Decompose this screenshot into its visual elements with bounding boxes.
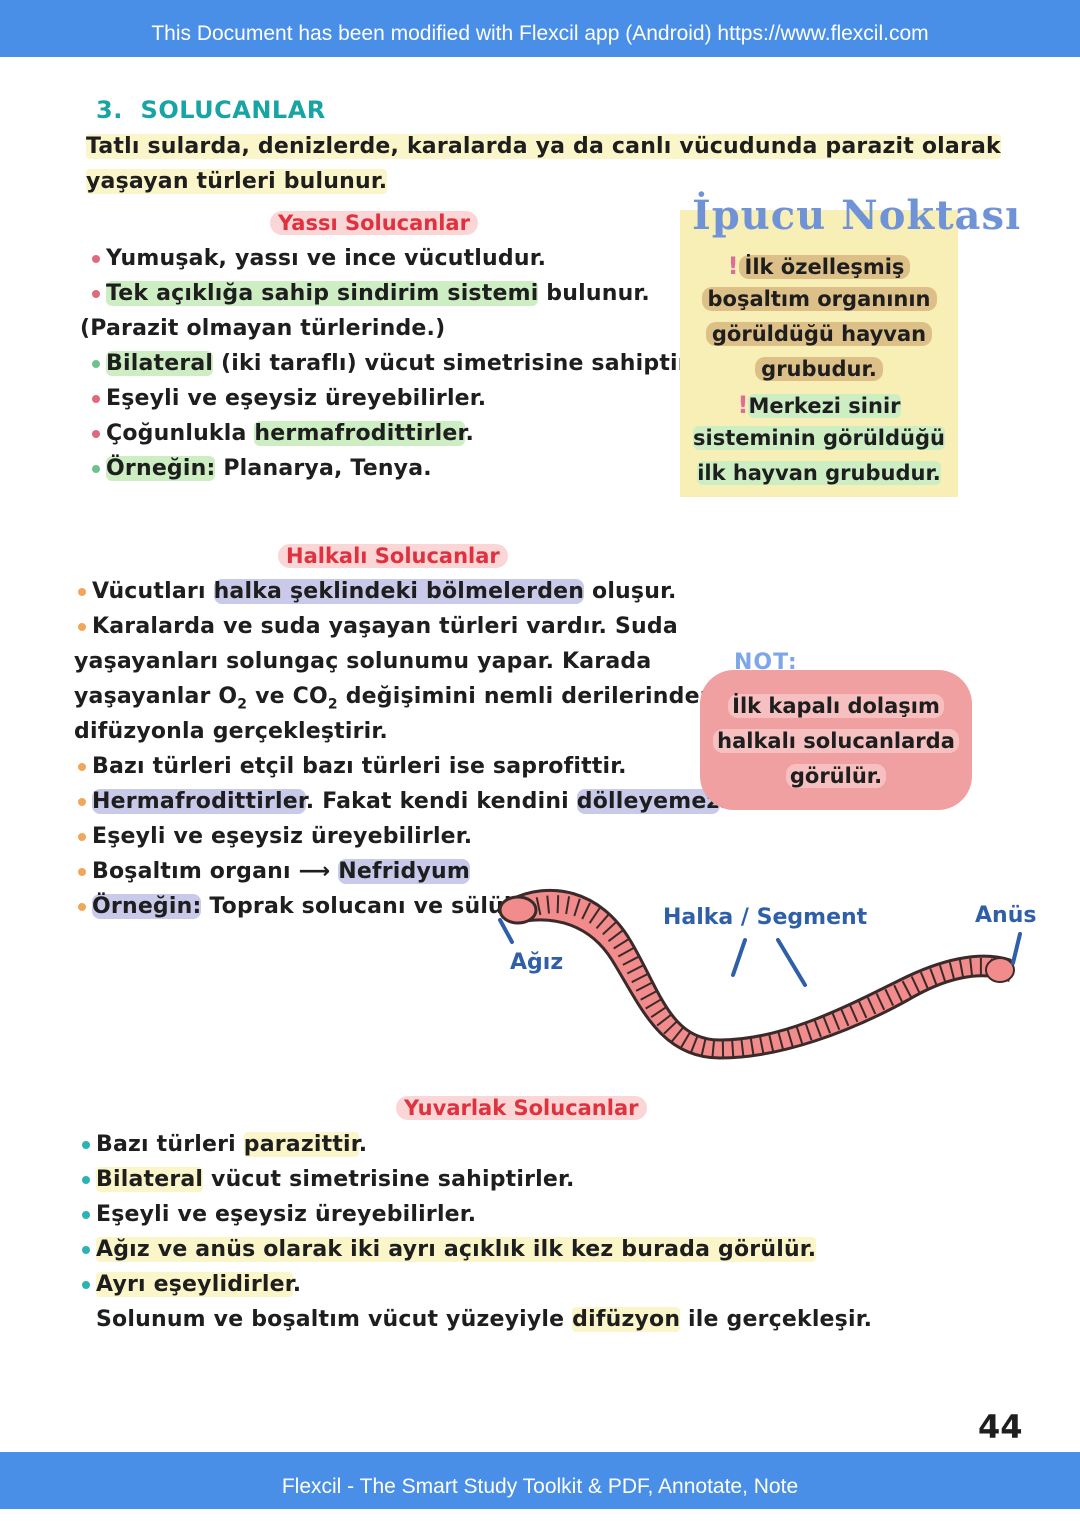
bullet-icon xyxy=(82,1176,90,1184)
halkali-item-2-cont-1: yaşayanları solungaç solunumu yapar. Kar… xyxy=(74,649,651,674)
bottom-banner: Flexcil - The Smart Study Toolkit & PDF,… xyxy=(0,1452,1080,1509)
worm-mouth xyxy=(500,897,536,923)
anus-pointer xyxy=(1013,934,1020,963)
bullet-icon xyxy=(92,465,100,473)
yuvarlak-item-4: Ağız ve anüs olarak iki ayrı açıklık ilk… xyxy=(82,1237,816,1262)
bullet-icon xyxy=(78,903,86,911)
tip-title: İpucu Noktası xyxy=(692,192,1021,239)
bullet-icon xyxy=(78,763,86,771)
bullet-icon xyxy=(78,868,86,876)
tip-line-2: boşaltım organının xyxy=(680,287,958,311)
yuvarlak-item-2: Bilateral vücut simetrisine sahiptirler. xyxy=(82,1167,575,1192)
tip-line-7: ilk hayvan grubudur. xyxy=(680,461,958,485)
bullet-icon xyxy=(92,255,100,263)
halkali-item-2: Karalarda ve suda yaşayan türleri vardır… xyxy=(78,614,678,639)
halkali-item-6: Boşaltım organı ⟶ Nefridyum xyxy=(78,859,470,884)
halkali-item-7: Örneğin: Toprak solucanı ve sülük. xyxy=(78,894,527,919)
exclamation-icon: ! xyxy=(737,391,748,419)
halkali-item-2-cont-3: difüzyonla gerçekleştirir. xyxy=(74,719,388,744)
bullet-icon xyxy=(92,290,100,298)
bullet-icon xyxy=(82,1141,90,1149)
earthworm-illustration xyxy=(480,870,1060,1070)
intro-line-2: yaşayan türleri bulunur. xyxy=(86,169,387,194)
bullet-icon xyxy=(82,1211,90,1219)
tip-line-1: !İlk özelleşmiş xyxy=(680,252,958,280)
section-number: 3. xyxy=(96,96,123,124)
segment-pointer-1 xyxy=(733,940,745,975)
tip-line-6: sisteminin görüldüğü xyxy=(680,426,958,450)
bullet-icon xyxy=(78,588,86,596)
intro-text-1: Tatlı sularda, denizlerde, karalarda ya … xyxy=(86,134,1001,159)
yassi-item-3: Bilateral (iki taraflı) vücut simetrisin… xyxy=(92,351,694,376)
tip-line-3: görüldüğü hayvan xyxy=(680,322,958,346)
segment-pointer-2 xyxy=(778,940,805,985)
halkali-item-3: Bazı türleri etçil bazı türleri ise sapr… xyxy=(78,754,627,779)
halkali-item-2-cont-2: yaşayanlar O2 ve CO2 değişimini nemli de… xyxy=(74,684,716,712)
yuvarlak-item-1: Bazı türleri parazittir. xyxy=(82,1132,367,1157)
yuvarlak-title: Yuvarlak Solucanlar xyxy=(396,1096,647,1120)
note-line-3: görülür. xyxy=(700,764,972,788)
yassi-item-5: Çoğunlukla hermafrodittirler. xyxy=(92,421,474,446)
section-title: 3. SOLUCANLAR xyxy=(96,96,326,124)
top-banner: This Document has been modified with Fle… xyxy=(0,0,1080,57)
mouth-label: Ağız xyxy=(510,950,563,975)
bullet-icon xyxy=(92,395,100,403)
yassi-item-6: Örneğin: Planarya, Tenya. xyxy=(92,456,432,481)
segment-label: Halka / Segment xyxy=(663,905,867,930)
intro-text-2: yaşayan türleri bulunur. xyxy=(86,169,387,194)
yuvarlak-item-6: Solunum ve boşaltım vücut yüzeyiyle difü… xyxy=(96,1307,872,1332)
bullet-icon xyxy=(92,360,100,368)
bullet-icon xyxy=(78,623,86,631)
tip-line-5: !Merkezi sinir xyxy=(680,391,958,419)
bullet-icon xyxy=(78,798,86,806)
page-number: 44 xyxy=(978,1408,1023,1446)
yuvarlak-item-3: Eşeyli ve eşeysiz üreyebilirler. xyxy=(82,1202,476,1227)
worm-ring xyxy=(558,895,559,913)
worm-ring xyxy=(732,1040,733,1058)
tip-line-4: grubudur. xyxy=(680,357,958,381)
bullet-icon xyxy=(92,430,100,438)
halkali-item-4: Hermafrodittirler. Fakat kendi kendini d… xyxy=(78,789,728,814)
note-line-1: İlk kapalı dolaşım xyxy=(700,694,972,718)
note-line-2: halkalı solucanlarda xyxy=(700,729,972,753)
yuvarlak-item-5: Ayrı eşeylidirler. xyxy=(82,1272,301,1297)
yassi-item-4: Eşeyli ve eşeysiz üreyebilirler. xyxy=(92,386,486,411)
yassi-title: Yassı Solucanlar xyxy=(270,211,478,235)
section-heading: SOLUCANLAR xyxy=(141,96,326,124)
bullet-icon xyxy=(82,1281,90,1289)
worm-tail xyxy=(986,958,1014,982)
anus-label: Anüs xyxy=(975,903,1036,928)
halkali-title: Halkalı Solucanlar xyxy=(278,544,508,568)
halkali-item-1: Vücutları halka şeklindeki bölmelerden o… xyxy=(78,579,677,604)
halkali-item-5: Eşeyli ve eşeysiz üreyebilirler. xyxy=(78,824,472,849)
intro-line-1: Tatlı sularda, denizlerde, karalarda ya … xyxy=(86,134,1001,159)
bullet-icon xyxy=(82,1246,90,1254)
exclamation-icon: ! xyxy=(728,252,739,280)
arrow-icon: ⟶ xyxy=(299,859,331,884)
yassi-item-2-note: (Parazit olmayan türlerinde.) xyxy=(80,316,445,341)
yassi-item-1: Yumuşak, yassı ve ince vücutludur. xyxy=(92,246,546,271)
yassi-item-2: Tek açıklığa sahip sindirim sistemi bulu… xyxy=(92,281,650,306)
bullet-icon xyxy=(78,833,86,841)
